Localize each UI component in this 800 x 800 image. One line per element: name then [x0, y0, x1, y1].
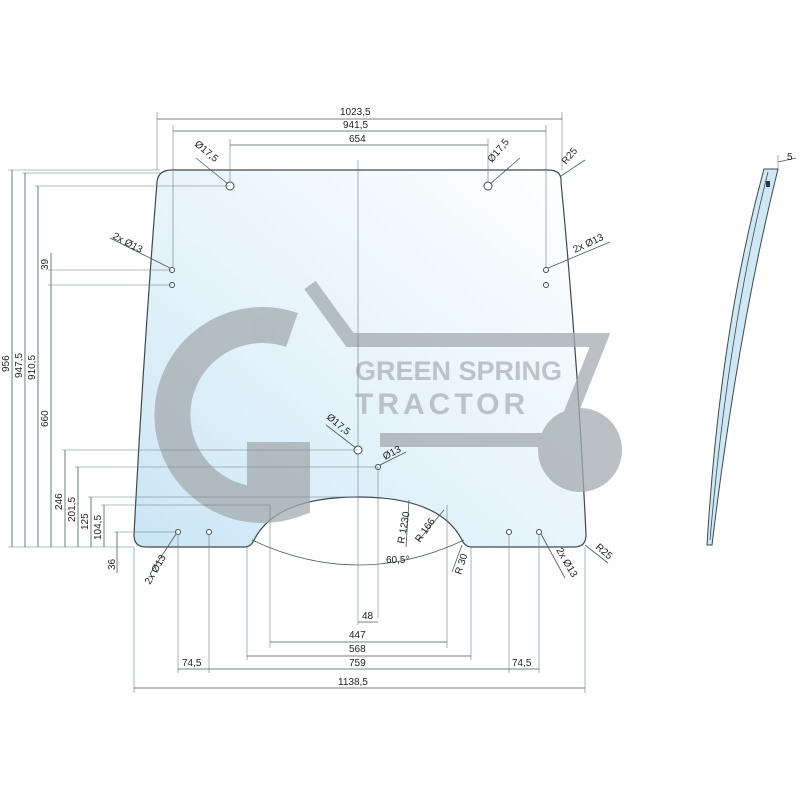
dim-956: 956	[1, 355, 12, 372]
drawing-line	[706, 168, 779, 546]
side-profile: 5	[706, 152, 797, 546]
dim-125: 125	[80, 513, 91, 530]
dim-48: 48	[362, 611, 374, 622]
dim-947-5: 947,5	[14, 353, 25, 378]
drawing-line	[709, 171, 769, 541]
dim-74-5-left: 74,5	[182, 658, 202, 669]
drawing-line	[777, 157, 797, 163]
logo-text-line1: GREEN SPRING	[355, 356, 562, 386]
drawing-line	[109, 237, 171, 269]
drawing-line	[543, 267, 549, 273]
dim-447: 447	[349, 630, 366, 641]
label-bottom-holes-right: 2x Ø13	[553, 546, 579, 580]
dim-568: 568	[349, 644, 366, 655]
drawing-line	[206, 529, 212, 535]
drawing-line	[405, 499, 410, 548]
dim-201-5: 201,5	[67, 497, 78, 522]
logo-text-line2: TRACTOR	[355, 388, 529, 421]
bottom-dimensions: 48 447 568 74,5 759 74,5 1138,5	[133, 467, 586, 693]
dim-thickness: 5	[787, 152, 793, 163]
drawing-line	[506, 529, 512, 535]
top-dimensions: 1023,5 941,5 654	[156, 107, 563, 270]
dim-74-5-right: 74,5	[512, 658, 532, 669]
dim-246: 246	[54, 493, 65, 510]
drawing-line	[149, 533, 177, 575]
label-side-holes-right: 2x Ø13	[572, 232, 606, 256]
dim-1023-5: 1023,5	[340, 107, 371, 118]
left-dimensions: 956 947,5 910,5 39 660 246 201,5 125 104…	[1, 169, 378, 573]
drawing-line	[536, 529, 542, 535]
label-top-left-hole: Ø17,5	[192, 139, 220, 165]
label-angle: 60,5°	[386, 555, 409, 566]
drawing-line	[379, 451, 407, 466]
label-bottom-holes-left: 2x Ø13	[143, 553, 169, 587]
label-side-holes-left: 2x Ø13	[111, 231, 145, 256]
dim-910-5: 910,5	[27, 355, 38, 380]
dim-36: 36	[107, 558, 118, 570]
drawing-line	[195, 157, 229, 185]
label-r1230: R 1230	[396, 510, 413, 544]
dim-660: 660	[40, 410, 51, 427]
dim-759: 759	[349, 658, 366, 669]
drawing-line	[584, 544, 609, 564]
drawing-line	[451, 544, 463, 573]
dim-941-5: 941,5	[343, 120, 368, 131]
drawing-line	[547, 241, 611, 269]
dim-39: 39	[40, 258, 51, 270]
drawing-line	[543, 282, 549, 288]
label-corner-bottom: R25	[593, 542, 614, 563]
dim-104-5: 104,5	[93, 515, 104, 540]
dim-654: 654	[349, 134, 366, 145]
drawing-line	[325, 424, 357, 449]
drawing-line	[489, 157, 521, 185]
dim-1138-5: 1138,5	[338, 677, 368, 688]
drawing-line	[560, 159, 586, 177]
label-r30: R 30	[453, 552, 470, 576]
drawing-line	[417, 509, 445, 542]
label-top-right-hole: Ø17,5	[486, 137, 512, 165]
drawing-line	[538, 408, 622, 492]
drawing-line	[540, 533, 566, 579]
label-r166: R 166	[413, 516, 438, 545]
holes	[169, 181, 549, 535]
label-corner-top: R25	[560, 145, 581, 166]
drawing-line	[766, 181, 770, 187]
drawing-line	[304, 280, 611, 447]
drawing-line	[251, 539, 465, 566]
